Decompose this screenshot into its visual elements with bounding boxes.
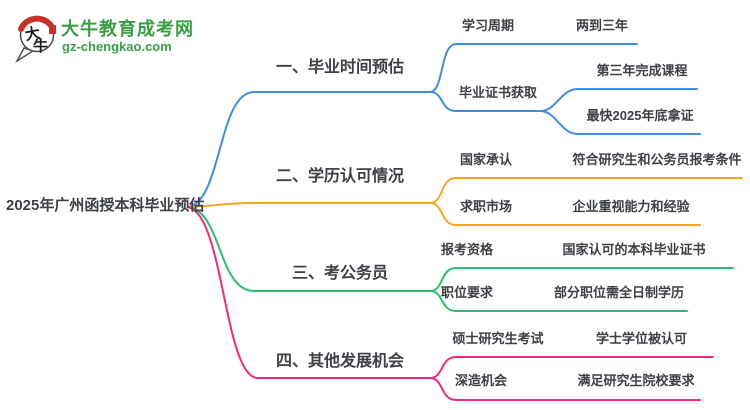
branch-3-key-exam-eligibility: 报考资格 (440, 242, 493, 257)
branch-3-topic: 三、考公务员 (291, 265, 388, 282)
branch-4-child-2-line (429, 377, 701, 401)
branch-1-value-earliest-2025: 最快2025年底拿证 (586, 108, 694, 123)
branch-4-key-masters-exam: 硕士研究生考试 (452, 331, 544, 346)
branch-1-key-diploma-obtain: 毕业证书获取 (458, 85, 537, 100)
logo-red-seal (49, 25, 56, 34)
branch-2-trunk-line (187, 202, 431, 208)
branch-4-topic: 四、其他发展机会 (275, 353, 404, 370)
branch-3-trunk-line (187, 206, 431, 292)
branch-3-child-2-line (429, 290, 688, 312)
branch-1-grandchild-2-line (539, 110, 701, 135)
site-url: gz-chengkao.com (62, 39, 172, 54)
logo-char-top: 大 (24, 24, 42, 44)
branch-1-child-2-line (429, 91, 541, 112)
branch-3-key-position-requirement: 职位要求 (440, 285, 493, 300)
logo-char-bottom: 牛 (33, 37, 48, 55)
branch-4-value-bachelor-recognized: 学士学位被认可 (596, 331, 688, 346)
branch-1-value-finish-courses: 第三年完成课程 (596, 63, 688, 78)
daniu-logo-icon: 大 牛 (15, 15, 56, 63)
branch-1-key-study-cycle: 学习周期 (461, 18, 514, 33)
branch-2-key-job-market: 求职市场 (459, 199, 512, 214)
branch-2-topic: 二、学历认可情况 (275, 168, 404, 185)
branch-3-value-recognized-diploma: 国家认可的本科毕业证书 (562, 242, 706, 257)
branch-4-trunk-line (187, 206, 431, 379)
site-name: 大牛教育成考网 (61, 19, 194, 39)
branch-1-grandchild-1-line (539, 88, 698, 112)
branch-2-child-2-line (429, 202, 701, 226)
branch-1-child-1-line (429, 43, 638, 93)
branch-2-value-postgrad-civil-exam: 符合研究生和公务员报考条件 (572, 152, 742, 167)
branch-1-value-two-to-three-years: 两到三年 (575, 18, 628, 33)
branch-2-key-state-recognized: 国家承认 (459, 152, 512, 167)
branch-1-trunk-line (187, 91, 431, 208)
branch-1-topic: 一、毕业时间预估 (275, 59, 404, 76)
branch-2-value-ability-experience: 企业重视能力和经验 (572, 199, 690, 214)
branch-4-value-gradschool-requirement: 满足研究生院校要求 (577, 373, 695, 388)
branch-4-key-further-study: 深造机会 (454, 373, 507, 388)
branch-4-child-1-line (429, 356, 714, 379)
branch-3-value-fulltime-required: 部分职位需全日制学历 (553, 285, 684, 300)
branch-2-child-1-line (429, 177, 743, 204)
root-topic: 2025年广州函授本科毕业预估 (6, 197, 205, 214)
branch-3-child-1-line (429, 267, 734, 292)
